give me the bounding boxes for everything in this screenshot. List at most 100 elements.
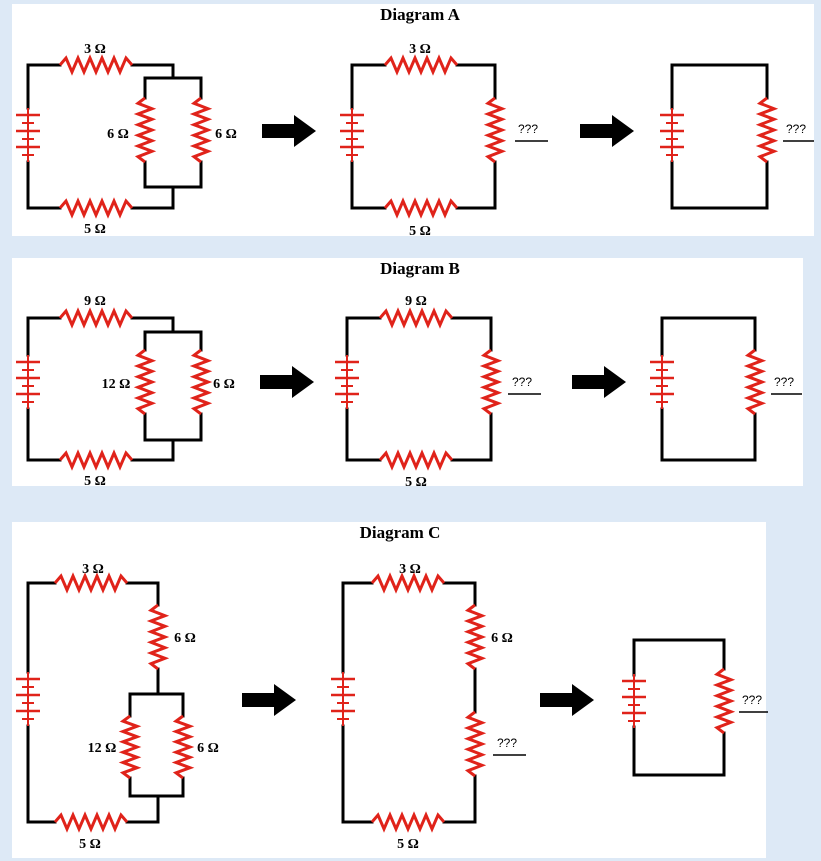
resistor-zigzag [755,96,779,164]
resistor-label-bottom: 5 Ω [84,222,106,237]
resistor-icon [383,197,459,219]
resistor-zigzag [58,54,134,76]
arrow-right-icon [540,684,594,716]
unknown-resistance-label: ??? [774,375,794,389]
resistor-label-left-parallel: 6 Ω [107,127,129,142]
arrow-right-icon [580,115,634,147]
resistor-icon [712,667,736,735]
resistor-label-bottom: 5 Ω [84,474,106,489]
resistor-icon [755,96,779,164]
resistor-zigzag [58,307,134,329]
diagram-b-circuit-1: 9 Ω 12 Ω 6 Ω 5 Ω [16,294,235,489]
resistor-label-left-parallel: 12 Ω [88,741,117,756]
unknown-resistance-label: ??? [512,375,532,389]
resistor-label-right-parallel: 6 Ω [197,741,219,756]
resistor-zigzag [370,572,446,594]
battery-icon [331,672,355,726]
resistor-zigzag [146,603,170,671]
resistor-label-bottom: 5 Ω [397,837,419,852]
resistor-label-bottom: 5 Ω [405,475,427,490]
resistor-zigzag [118,714,142,780]
battery-icon [335,355,359,409]
resistor-icon [463,710,487,778]
resistor-icon [463,603,487,671]
resistor-icon [383,54,459,76]
diagram-c-circuit-2: 3 Ω 6 Ω ??? 5 Ω [331,562,526,852]
resistor-zigzag [370,811,446,833]
diagram-b-circuit-2: 9 Ω ??? 5 Ω [335,294,541,490]
battery-icon [660,108,684,162]
diagram-a-circuit-1: 3 Ω 6 Ω 6 Ω 5 Ω [16,42,237,237]
resistor-zigzag [58,449,134,471]
resistor-icon [58,54,134,76]
resistor-zigzag [53,811,129,833]
resistor-icon [189,96,213,164]
resistor-zigzag [463,603,487,671]
resistor-icon [53,572,129,594]
resistor-label-bottom: 5 Ω [409,224,431,239]
diagram-a-title: Diagram A [380,5,461,24]
diagram-a-circuit-2: 3 Ω ??? 5 Ω [340,42,548,239]
resistor-icon [171,714,195,780]
resistor-zigzag [171,714,195,780]
arrow-right-icon [260,366,314,398]
unknown-resistance-label: ??? [786,122,806,136]
resistor-icon [58,449,134,471]
unknown-resistance-label: ??? [742,693,762,707]
arrow-right-icon [262,115,316,147]
panel-diagram-b [12,258,803,486]
battery-icon [622,674,646,728]
battery-icon [16,355,40,409]
battery-icon [650,355,674,409]
panel-diagram-a [12,4,814,236]
resistor-icon [58,307,134,329]
resistor-icon [189,348,213,416]
resistor-label-series-right: 6 Ω [491,631,513,646]
resistor-label-bottom: 5 Ω [79,837,101,852]
battery-icon [16,108,40,162]
resistor-zigzag [483,96,507,164]
resistor-icon [483,96,507,164]
resistor-zigzag [743,348,767,416]
resistor-label-right-parallel: 6 Ω [213,377,235,392]
resistor-zigzag [133,96,157,164]
resistor-icon [133,96,157,164]
diagram-c-circuit-3: ??? [622,638,768,777]
resistor-icon [133,348,157,416]
resistor-zigzag [378,307,454,329]
resistor-zigzag [53,572,129,594]
resistor-zigzag [463,710,487,778]
battery-icon [16,672,40,726]
resistor-icon [743,348,767,416]
resistor-icon [378,307,454,329]
resistor-zigzag [133,348,157,416]
resistor-label-top: 3 Ω [399,562,421,577]
battery-icon [340,108,364,162]
resistor-label-right-parallel: 6 Ω [215,127,237,142]
resistor-label-left-parallel: 12 Ω [102,377,131,392]
resistor-icon [479,348,503,416]
resistor-label-top: 9 Ω [84,294,106,309]
resistor-icon [370,572,446,594]
resistor-icon [53,811,129,833]
resistor-label-top: 9 Ω [405,294,427,309]
resistor-zigzag [383,54,459,76]
resistor-icon [58,197,134,219]
resistor-icon [370,811,446,833]
resistor-label-top: 3 Ω [409,42,431,57]
diagram-b-title: Diagram B [380,259,460,278]
arrow-right-icon [242,684,296,716]
resistor-zigzag [189,348,213,416]
unknown-resistance-label: ??? [497,736,517,750]
resistor-zigzag [383,197,459,219]
resistor-zigzag [189,96,213,164]
resistor-zigzag [378,449,454,471]
diagram-c-title: Diagram C [360,523,441,542]
diagram-a-circuit-3: ??? [660,63,814,210]
arrow-right-icon [572,366,626,398]
resistor-label-top: 3 Ω [84,42,106,57]
resistor-zigzag [58,197,134,219]
resistor-label-series-right: 6 Ω [174,631,196,646]
unknown-resistance-label: ??? [518,122,538,136]
